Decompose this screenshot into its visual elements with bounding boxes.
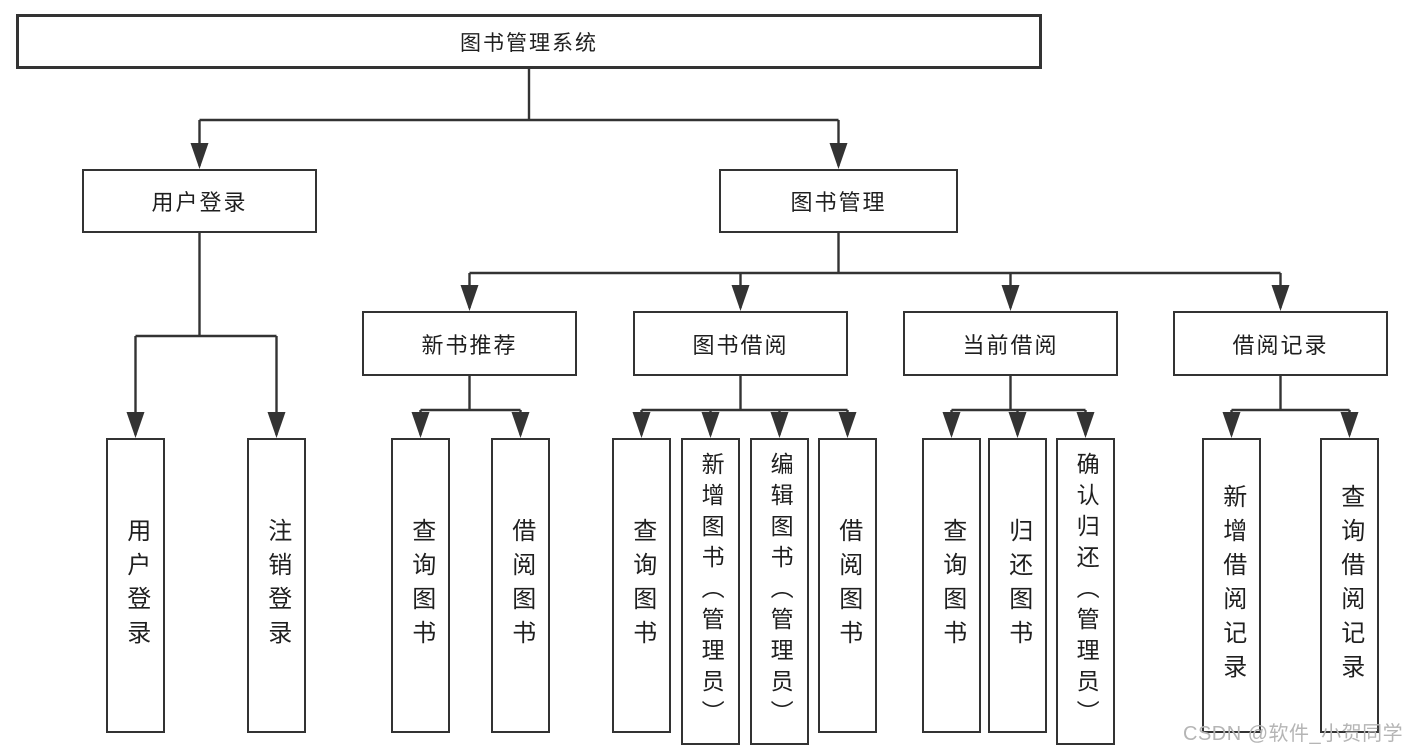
leaf-confirm-return-admin-label: 确认归还（管理员） xyxy=(1073,452,1100,731)
leaf-query-books-recommend: 查询图书 xyxy=(391,438,450,733)
node-book-borrow: 图书借阅 xyxy=(633,311,848,376)
csdn-watermark: CSDN @软件_小贺同学 xyxy=(1183,723,1404,745)
leaf-query-books-recommend-label: 查询图书 xyxy=(407,517,435,654)
leaf-borrow-books-recommend: 借阅图书 xyxy=(491,438,550,733)
leaf-user-login-label: 用户登录 xyxy=(122,517,150,654)
leaf-query-books-borrow-label: 查询图书 xyxy=(628,517,656,654)
leaf-borrow-books: 借阅图书 xyxy=(818,438,877,733)
node-book-management-label: 图书管理 xyxy=(790,190,887,215)
leaf-query-books-current: 查询图书 xyxy=(922,438,981,733)
leaf-user-login: 用户登录 xyxy=(106,438,165,733)
leaf-edit-book-admin: 编辑图书（管理员） xyxy=(750,438,809,745)
node-current-borrow: 当前借阅 xyxy=(903,311,1118,376)
leaf-borrow-books-label: 借阅图书 xyxy=(834,517,862,654)
leaf-logout-label: 注销登录 xyxy=(263,517,291,654)
leaf-return-book-label: 归还图书 xyxy=(1004,517,1032,654)
node-book-borrow-label: 图书借阅 xyxy=(692,332,789,358)
node-root: 图书管理系统 xyxy=(16,14,1042,69)
node-user-login: 用户登录 xyxy=(82,169,317,233)
node-user-login-label: 用户登录 xyxy=(151,190,248,215)
leaf-edit-book-admin-label: 编辑图书（管理员） xyxy=(767,452,794,731)
leaf-borrow-books-recommend-label: 借阅图书 xyxy=(507,517,535,654)
leaf-query-books-current-label: 查询图书 xyxy=(938,517,966,654)
leaf-query-borrow-record-label: 查询借阅记录 xyxy=(1336,483,1364,688)
node-new-book-recommend: 新书推荐 xyxy=(362,311,577,376)
leaf-confirm-return-admin: 确认归还（管理员） xyxy=(1056,438,1115,745)
node-root-label: 图书管理系统 xyxy=(460,31,598,55)
node-book-management: 图书管理 xyxy=(719,169,958,233)
node-new-book-recommend-label: 新书推荐 xyxy=(421,332,518,358)
node-borrow-records-label: 借阅记录 xyxy=(1232,332,1329,358)
tree-edges xyxy=(134,69,1351,435)
leaf-add-borrow-record: 新增借阅记录 xyxy=(1202,438,1261,733)
node-borrow-records: 借阅记录 xyxy=(1173,311,1388,376)
leaf-add-book-admin-label: 新增图书（管理员） xyxy=(698,452,725,731)
leaf-query-books-borrow: 查询图书 xyxy=(612,438,671,733)
leaf-return-book: 归还图书 xyxy=(988,438,1047,733)
leaf-add-borrow-record-label: 新增借阅记录 xyxy=(1218,483,1246,688)
node-current-borrow-label: 当前借阅 xyxy=(962,332,1059,358)
leaf-query-borrow-record: 查询借阅记录 xyxy=(1320,438,1379,733)
leaf-logout: 注销登录 xyxy=(247,438,306,733)
arrowhead-icons xyxy=(126,143,1359,438)
leaf-add-book-admin: 新增图书（管理员） xyxy=(681,438,740,745)
